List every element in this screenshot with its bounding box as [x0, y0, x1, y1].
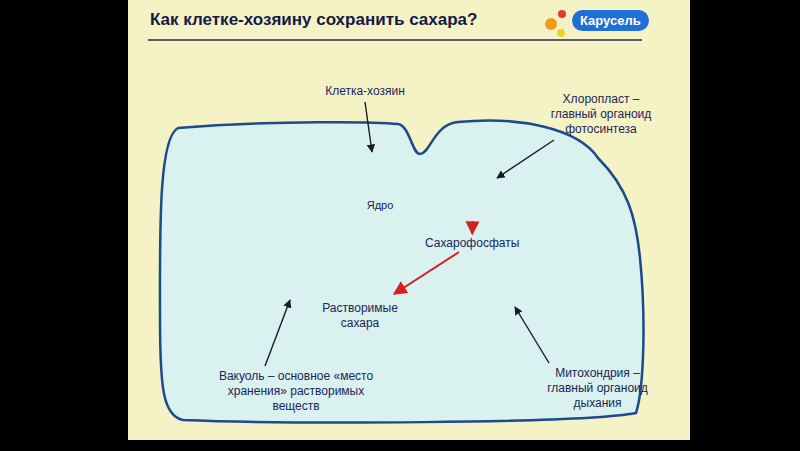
- logo-dot: [545, 18, 557, 30]
- flow-arrow: [394, 252, 459, 294]
- soluble-sugars-label: Растворимые сахара: [322, 301, 398, 331]
- cell-heading: Клетка-хозяин: [310, 84, 420, 99]
- mitochondrion-label: Митохондрия – главный органоид дыхания: [535, 366, 660, 411]
- leader-line: [365, 102, 372, 152]
- flow-arrow: [471, 221, 473, 234]
- soluble-sugars-box: Растворимые сахара: [314, 296, 406, 336]
- nucleus-label: Ядро: [367, 198, 394, 213]
- cell-outline: [160, 121, 644, 423]
- leader-line: [265, 300, 290, 366]
- slide: [128, 0, 690, 440]
- title-underline: [148, 39, 642, 41]
- leader-line: [515, 307, 549, 363]
- vacuole-label: Вакуоль – основное «место хранения» раст…: [210, 369, 382, 414]
- host-cell: Хлоропласт – главный органоид фотосинтез…: [158, 118, 648, 428]
- leader-line: [497, 140, 554, 178]
- slide-title: Как клетке-хозяину сохранить сахара?: [150, 10, 477, 30]
- sugar-phosphates: Сахарофосфаты: [425, 236, 519, 251]
- sugar-phosphates-label: Сахарофосфаты: [425, 236, 519, 251]
- logo-dot: [558, 10, 566, 18]
- channel-logo: Карусель: [572, 10, 649, 31]
- chloroplast-label: Хлоропласт – главный органоид фотосинтез…: [540, 92, 662, 137]
- logo-dot: [557, 29, 565, 37]
